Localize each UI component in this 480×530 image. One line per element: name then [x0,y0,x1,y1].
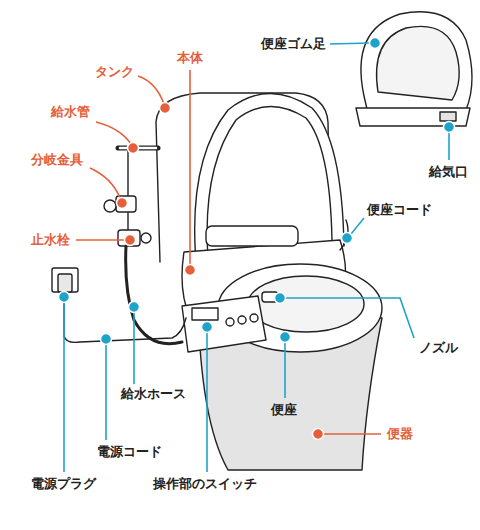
leader-dot [444,122,455,133]
panel-button [238,316,246,324]
branch-fitting [116,196,136,212]
part-label: タンク [94,64,135,80]
supply-riser [127,150,128,236]
leader-line [189,70,191,266]
leader-line [351,218,364,234]
leader-line [63,302,65,472]
part-label: 電源プラグ [30,476,97,492]
leader-dot [185,265,196,276]
leader-dot [129,302,140,313]
leader-line [448,132,450,160]
lid-shape [195,93,344,262]
part-label: 操作部のスイッチ [152,476,258,492]
stop-valve [118,230,140,246]
leader-line [206,332,208,472]
leader-dot [342,233,353,244]
leader-line [323,433,381,435]
valve-knob [141,233,151,243]
leader-dot [202,322,213,333]
leader-dot [280,332,291,343]
inset-vent [440,112,456,121]
backrest-cushion [206,226,298,246]
part-label: 便座ゴム足 [260,36,327,52]
inset-seat-inner [377,26,460,100]
leader-dot [160,103,171,114]
leader-dot [101,334,112,345]
leader-line [330,43,370,44]
leader-lines [64,43,449,472]
part-label: ノズル [418,340,459,356]
panel-button [250,314,258,322]
power-outlet [52,268,78,292]
control-panel [182,296,266,352]
leader-line [133,312,135,384]
part-label: 便座 [270,402,298,418]
leader-line [138,76,164,104]
part-label: 給水管 [50,104,91,120]
branch-knob [104,200,116,212]
leader-dot [313,429,324,440]
seat-opening [248,276,364,332]
leader-dot [59,292,70,303]
part-label: 給気口 [428,164,469,180]
panel-button [226,318,234,326]
leader-dot [275,293,286,304]
leader-line [285,298,414,338]
panel-display [192,308,218,320]
part-label: 止水栓 [30,232,71,248]
part-label: 電源コード [96,444,163,460]
leader-line [105,344,107,440]
power-cord [64,292,186,342]
leader-line [96,122,131,144]
leader-dot [117,198,128,209]
leader-line [76,239,125,241]
leader-dot [125,235,136,246]
inset-seat [361,12,472,122]
part-label: 便座コード [366,202,433,218]
leader-dots [59,38,455,440]
part-label: 便器 [386,426,414,442]
part-label: 分岐金具 [30,152,84,168]
power-plug [58,274,72,292]
leader-line [90,168,120,198]
part-label: 本体 [176,50,204,66]
leader-dot [370,38,381,49]
leader-dot [128,143,139,154]
part-label: 給水ホース [120,386,187,402]
leader-line [284,342,286,398]
